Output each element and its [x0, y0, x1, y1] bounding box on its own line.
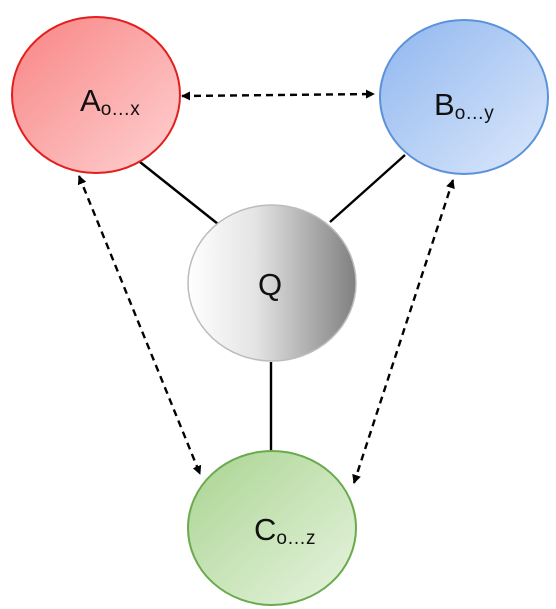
node-c-subscript: o…z — [276, 528, 315, 549]
dashed-edge-b-c — [352, 179, 455, 484]
node-c-label: Co…z — [254, 512, 315, 549]
node-b-shape — [379, 19, 549, 175]
node-q: Q — [187, 204, 357, 362]
node-b: Bo…y — [379, 19, 549, 175]
node-b-subscript: o…y — [455, 103, 495, 124]
node-q-label: Q — [258, 267, 282, 302]
node-a-subscript: o…x — [101, 99, 141, 120]
solid-edge-q-a — [139, 161, 219, 225]
node-a-letter: A — [80, 83, 101, 118]
node-a-shape — [11, 16, 181, 174]
solid-edge-q-b — [329, 154, 406, 223]
node-b-letter: B — [434, 87, 455, 122]
dashed-edge-a-b — [181, 89, 375, 101]
node-q-shape — [187, 204, 357, 362]
node-a: Ao…x — [11, 16, 181, 174]
node-b-label: Bo…y — [434, 87, 494, 124]
node-a-label: Ao…x — [80, 83, 140, 120]
dashed-edge-a-c — [77, 175, 202, 475]
node-c-letter: C — [254, 512, 276, 547]
node-c: Co…z — [187, 450, 357, 606]
node-c-shape — [187, 450, 357, 606]
